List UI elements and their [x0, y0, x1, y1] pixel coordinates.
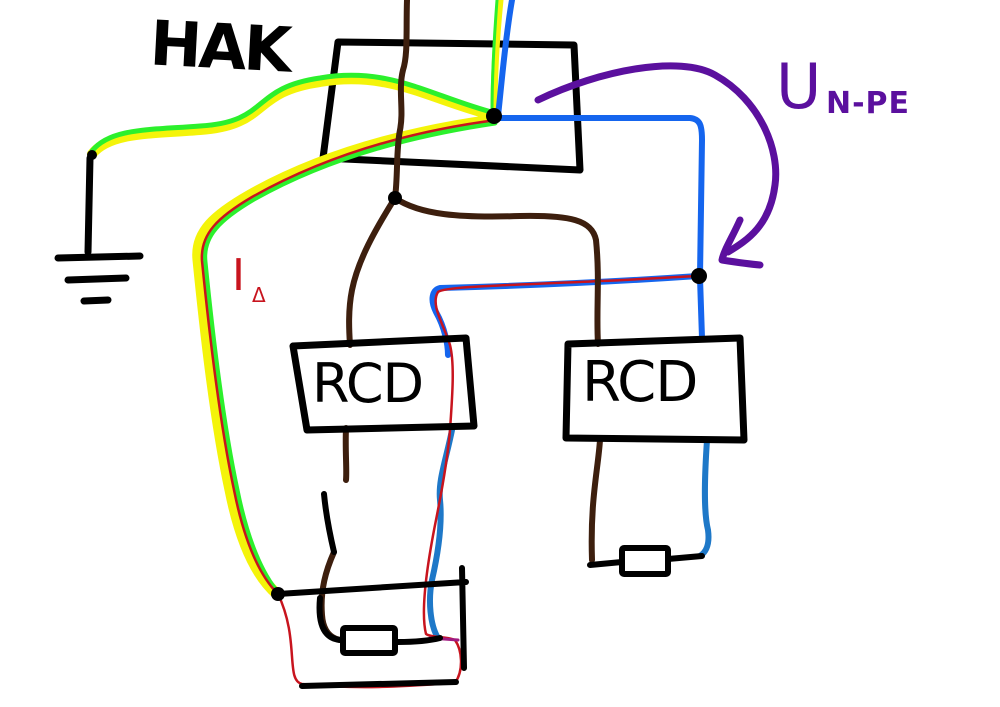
pe-wire-to-ground-yellow: [87, 74, 500, 159]
phase-wire-rcd-right-out: [588, 437, 603, 563]
fault-current-path: [200, 118, 700, 689]
rcd-left-box: [289, 334, 478, 434]
resistor-icon: [340, 625, 398, 656]
pe-wire-incoming-green: [490, 0, 499, 115]
rcd-left-label: RCD: [312, 352, 424, 415]
junction-hak: [486, 108, 502, 124]
pe-wire-to-ground-green: [89, 72, 498, 154]
hak-label: HAK: [148, 6, 291, 87]
switch-contact-icon: [321, 491, 337, 555]
consumer-right-wire: [395, 635, 443, 645]
resistor-2-icon: [619, 545, 671, 577]
pe-wire-incoming: [490, 0, 504, 117]
neutral-wire-node-to-rcd-right: [697, 275, 705, 341]
junction-ground: [87, 150, 97, 160]
consumer-enclosure: [275, 565, 469, 689]
pe-wire-to-consumer-green: [202, 120, 498, 597]
fault-current-label: I: [232, 250, 245, 301]
consumer-2-wire: [587, 553, 705, 568]
junction-neutral: [691, 268, 707, 284]
rcd-right-label: RCD: [582, 350, 698, 415]
junction-pe-consumer: [271, 587, 285, 601]
voltage-arc: [534, 62, 780, 256]
arrow-icon: [718, 216, 764, 269]
neutral-wire-incoming: [495, 0, 515, 119]
phase-wire-incoming: [392, 0, 410, 201]
voltage-label: U: [776, 50, 822, 123]
consumer-left-wire: [316, 595, 343, 643]
junction-phase: [388, 191, 402, 205]
ground-symbol-icon: [54, 154, 144, 305]
neutral-wire-rcd-right-out: [697, 437, 712, 559]
phase-wire-rcd-left-out: [342, 425, 350, 483]
voltage-label-subscript: N-PE: [826, 86, 911, 121]
neutral-wire-hak-to-node: [495, 115, 705, 279]
neutral-wire-rcd-left-out: [427, 427, 455, 641]
phase-wire-to-rcd-left: [346, 195, 398, 348]
rcd-right-box: [562, 334, 748, 444]
pe-wire-to-consumer-yellow: [192, 114, 499, 600]
phase-wire-to-rcd-right: [392, 195, 601, 347]
fault-current-label-subscript: Δ: [252, 283, 266, 307]
